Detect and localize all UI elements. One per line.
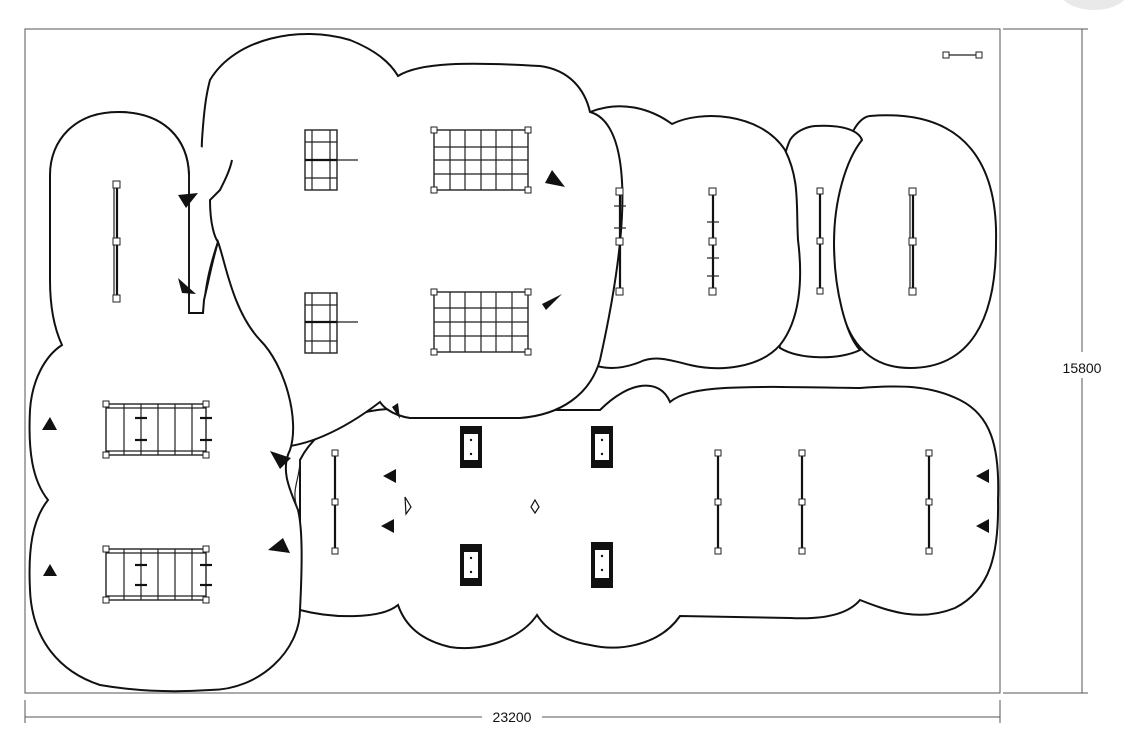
zone-divider (294, 459, 301, 511)
entry-marker-outline (530, 498, 540, 515)
entry-marker (392, 403, 400, 419)
entry-marker (545, 170, 565, 187)
equipment-frame (304, 129, 358, 191)
entry-marker (542, 294, 562, 310)
entry-marker (178, 193, 198, 208)
equipment-frame (304, 292, 358, 354)
equipment-pole-row (908, 187, 917, 296)
zone-bottom-middle (299, 384, 1000, 650)
equipment-pole-row (614, 187, 626, 296)
height-dimension-label: 15800 (1063, 360, 1102, 376)
equipment-bench (460, 426, 482, 468)
equipment-grid-structure (430, 126, 532, 194)
scale-marker (942, 51, 983, 59)
equipment-pole-row (707, 187, 719, 296)
site-boundary (24, 28, 1001, 694)
equipment-ladder (102, 400, 212, 459)
entry-marker (178, 278, 196, 294)
equipment-pole-row (798, 449, 806, 555)
equipment-bench (591, 542, 613, 588)
equipment-pole-row (714, 449, 722, 555)
equipment-pole-row (816, 187, 824, 295)
equipment-pole-row (925, 449, 933, 555)
equipment-grid-structure (430, 288, 532, 356)
entry-marker (383, 469, 396, 483)
entry-marker (268, 538, 290, 553)
height-dimension: 15800 (1003, 28, 1102, 694)
width-dimension-label: 23200 (493, 709, 532, 725)
equipment-bench (591, 426, 613, 468)
equipment-pole-row (331, 449, 339, 555)
entry-marker (42, 417, 57, 430)
entry-marker (381, 519, 394, 533)
entry-marker-outline (404, 496, 412, 516)
equipment-pole-row (112, 180, 121, 303)
width-dimension: 23200 (24, 700, 1001, 725)
entry-marker (976, 469, 989, 483)
equipment-bench (460, 544, 482, 586)
zone-left-column (28, 110, 303, 693)
equipment-ladder (102, 545, 212, 604)
entry-marker (976, 519, 989, 533)
entry-marker (270, 451, 291, 469)
zone-middle-right (584, 105, 802, 370)
entry-marker (43, 564, 57, 576)
corner-badge (1059, 0, 1129, 10)
